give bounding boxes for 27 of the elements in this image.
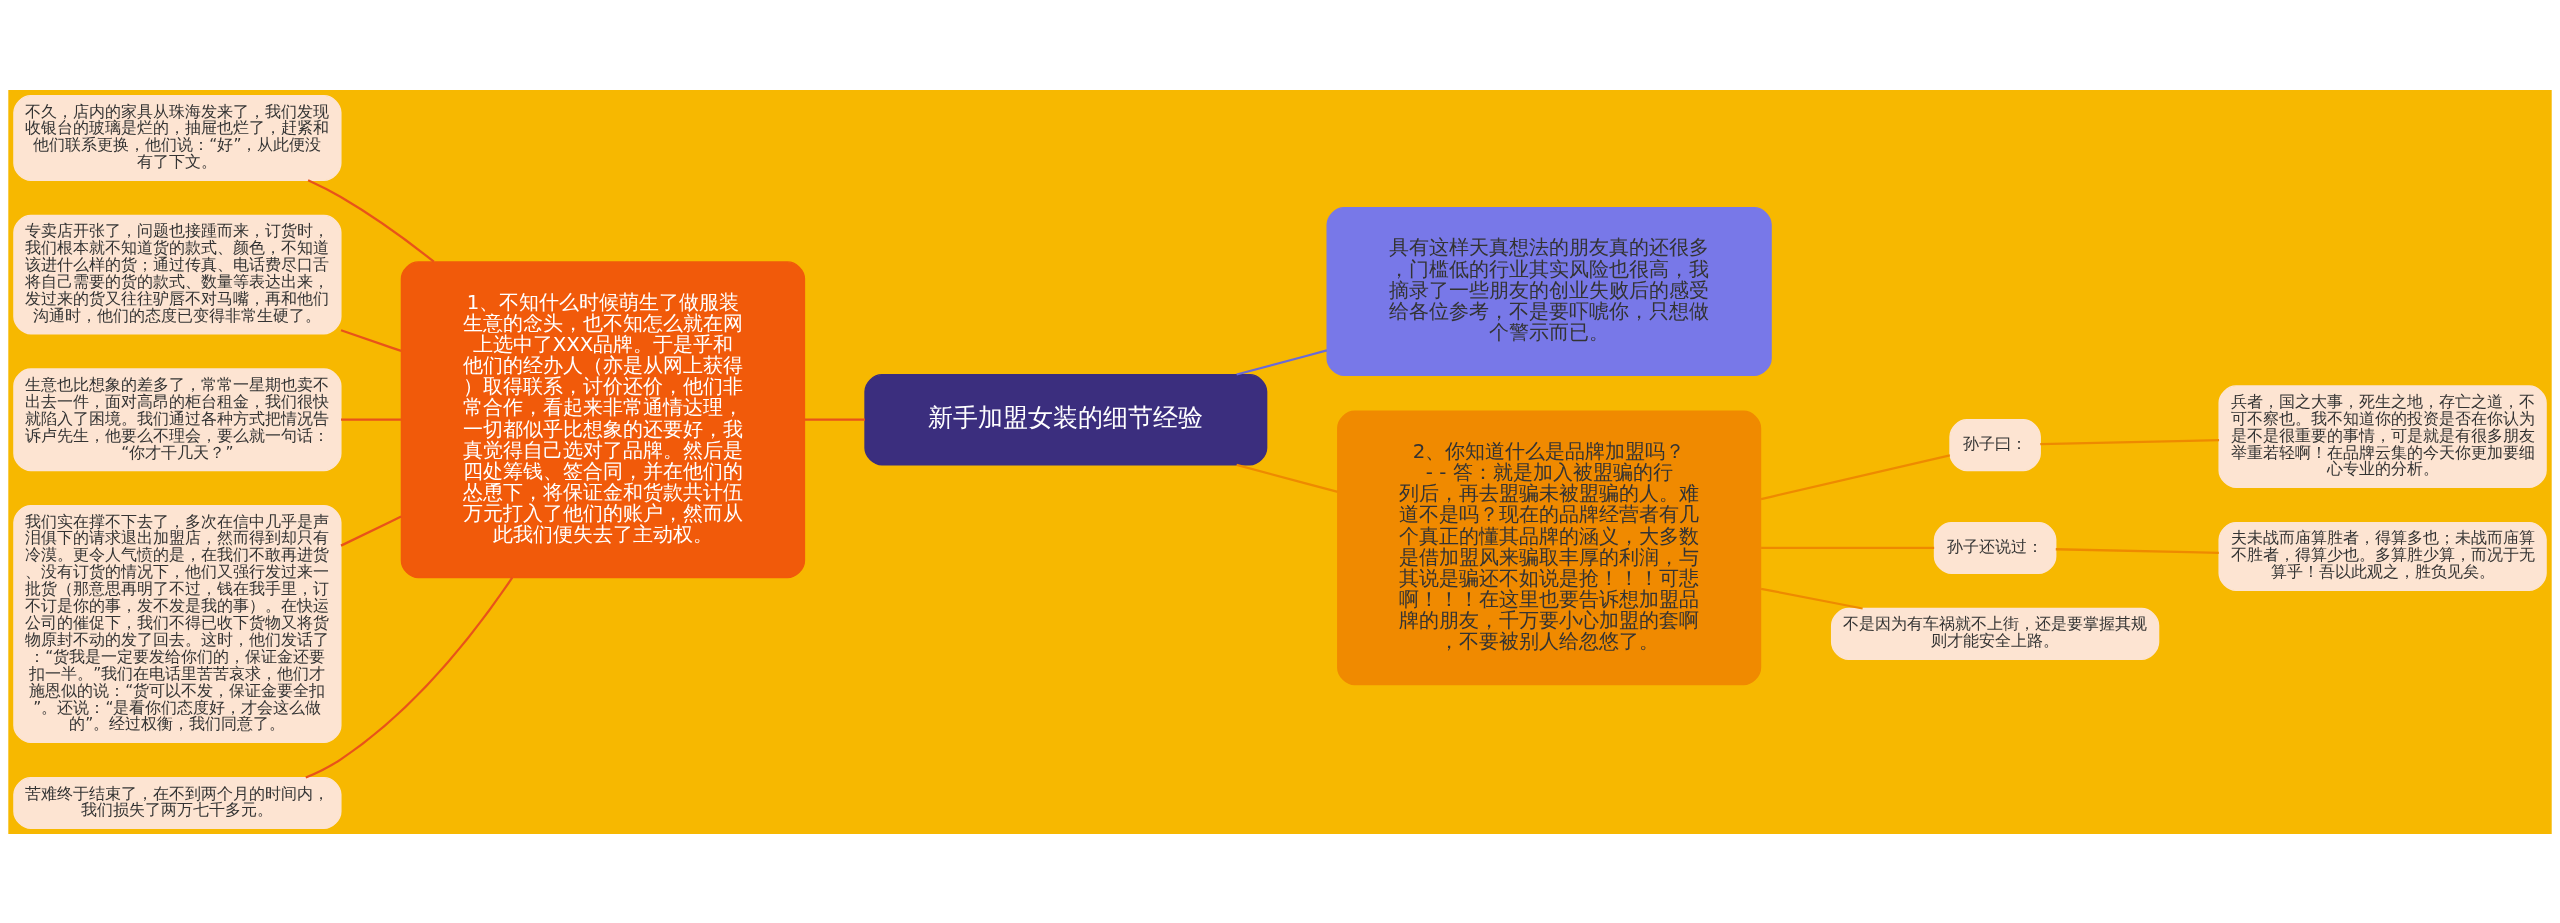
node-box: 孙子还说过： bbox=[1933, 521, 2057, 574]
connector bbox=[340, 515, 402, 547]
node-box: 兵者，国之大事，死生之地，存亡之道，不可不察也。我不知道你的投资是否在你认为是不是很重要的事情，可是就是有很多朋友举重若轻啊！在品牌云集的今天你更加要细心专业的分析。 bbox=[2218, 384, 2547, 488]
connector bbox=[305, 576, 514, 779]
connector bbox=[1761, 546, 1935, 549]
node-box: 2、你知道什么是品牌加盟吗？ - - 答：就是加入被盟骗的行列后，再去盟骗未被盟骗的人。难道不是吗？现在的品牌经营者有几个真正的懂其品牌的涵义，大多数是借加盟风来骗取丰厚的利润，与其说是骗还不如说是抢！！！可悲啊！！！在这里也要告诉想加盟品牌的朋友，千万要小心加盟的套啊，不要被别人给忽悠了。 bbox=[1337, 410, 1762, 685]
connector bbox=[2055, 547, 2219, 554]
node-box: 新手加盟女装的细节经验 bbox=[864, 373, 1268, 466]
connector bbox=[341, 418, 402, 421]
node-box: 不久，店内的家具从珠海发来了，我们发现收银台的玻璃是烂的，抽屉也烂了，赶紧和他们联系更换，他们说：“好”，从此便没有了下文。 bbox=[13, 94, 342, 181]
node-box: 专卖店开张了，问题也接踵而来，订货时，我们根本就不知道货的款式、颜色，不知道该进什么样的货；通过传真、电话费尽口舌将自己需要的货的款式、数量等表达出来，发过来的货又往往驴唇不对马嘴，再和他们沟通时，他们的态度已变得非常生硬了。 bbox=[13, 214, 342, 334]
connector bbox=[340, 328, 402, 352]
node-box: 夫未战而庙算胜者，得算多也；未战而庙算不胜者，得算少也。多算胜少算，而况于无算乎！吾以此观之，胜负见矣。 bbox=[2218, 521, 2547, 591]
node-box: 生意也比想象的差多了，常常一星期也卖不出去一件，面对高昂的柜台租金，我们很快就陷入了困境。我们通过各种方式把情况告诉卢先生，他要么不理会，要么就一句话：“你才干几天？” bbox=[13, 367, 342, 471]
node-box: 苦难终于结束了，在不到两个月的时间内，我们损失了两万七千多元。 bbox=[13, 776, 342, 829]
connector bbox=[1236, 463, 1339, 493]
node-box: 孙子曰： bbox=[1949, 418, 2041, 471]
node-box: 我们实在撑不下去了，多次在信中几乎是声泪俱下的请求退出加盟店，然而得到却只有冷漠。更令人气愤的是，在我们不敢再进货、没有订货的情况下，他们又强行发过来一批货（那意思再明了不过，钱在我手里，订不订是你的事，发不发是我的事）。在快运公司的催促下，我们不得已收下货物又将货物原封不动的发了回去。这时，他们发话了：“货我是一定要发给你们的，保证金还要扣一半。”我们在电话里苦苦哀求，他们才施恩似的说：“货可以不发，保证金要全扣”。还说：“是看你们态度好，才会这么做的”。经过权衡，我们同意了。 bbox=[13, 504, 342, 743]
connector bbox=[1760, 453, 1951, 500]
connector bbox=[804, 418, 865, 421]
connector bbox=[1760, 587, 1863, 610]
connector bbox=[2040, 438, 2220, 445]
connector bbox=[1236, 348, 1328, 376]
node-box: 不是因为有车祸就不上街，还是要掌握其规则才能安全上路。 bbox=[1830, 607, 2160, 660]
connector bbox=[307, 178, 435, 263]
node-box: 1、不知什么时候萌生了做服装生意的念头，也不知怎么就在网上选中了XXX品牌。于是乎和他们的经办人（亦是从网上获得）取得联系，讨价还价，他们非常合作，看起来非常通情达理，一切都似乎比想象的还要好，我真觉得自己选对了品牌。然后是四处筹钱、签合同，并在他们的怂恿下，将保证金和货款共计伍万元打入了他们的账户，然而从此我们便失去了主动权。 bbox=[400, 260, 806, 578]
node-box: 具有这样天真想法的朋友真的还很多，门槛低的行业其实风险也很高，我摘录了一些朋友的创业失败后的感受给各位参考，不是要吓唬你，只想做个警示而已。 bbox=[1326, 206, 1772, 376]
